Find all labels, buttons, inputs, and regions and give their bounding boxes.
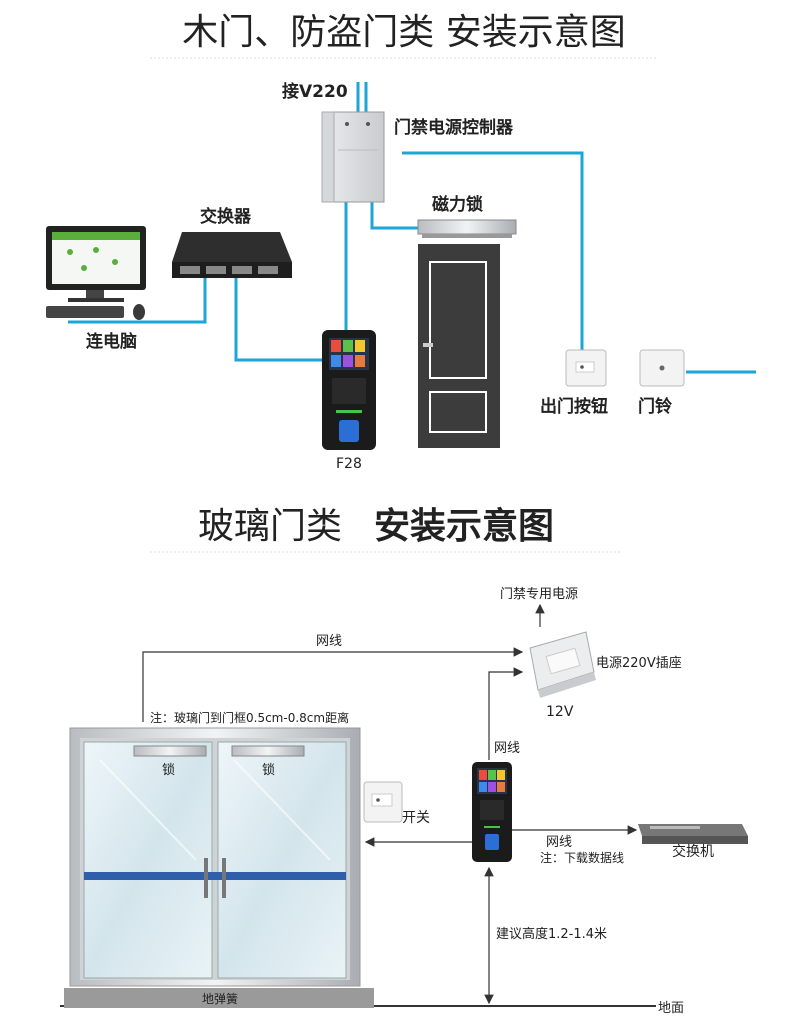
power-supply-12v xyxy=(529,631,596,698)
label-lock-left: 锁 xyxy=(162,762,175,778)
label-network-right: 网线 xyxy=(546,835,572,850)
label-network-top: 网线 xyxy=(316,634,342,649)
label-note-download: 注：下载数据线 xyxy=(540,850,624,865)
label-height: 建议高度1.2-1.4米 xyxy=(496,926,607,942)
label-floor-spring: 地弹簧 xyxy=(202,991,238,1006)
exit-switch-plate xyxy=(363,781,403,823)
glass-lock-right xyxy=(231,745,305,757)
label-voltage: 12V xyxy=(546,704,574,720)
network-switch-box xyxy=(172,232,292,278)
label-network-mid: 网线 xyxy=(494,741,520,756)
label-magnetic-lock: 磁力锁 xyxy=(432,194,483,215)
doorbell-plate xyxy=(639,349,685,387)
network-switch-device xyxy=(638,824,748,844)
label-exit-button: 出门按钮 xyxy=(540,396,608,417)
floor-spring-bar xyxy=(64,988,374,1008)
glass-double-door xyxy=(69,727,361,987)
label-switch-device: 交换机 xyxy=(672,843,714,860)
label-switch: 交换器 xyxy=(200,206,252,227)
magnetic-lock xyxy=(417,219,517,238)
wires-section1 xyxy=(68,82,756,374)
wooden-door xyxy=(418,244,500,448)
access-terminal-f28 xyxy=(322,330,376,450)
section2-title-left: 玻璃门类 xyxy=(198,506,342,547)
label-device-model: F28 xyxy=(336,456,362,472)
label-note-gap: 注：玻璃门到门框0.5cm-0.8cm距离 xyxy=(150,710,349,725)
label-power-input: 接V220 xyxy=(282,81,348,102)
power-controller xyxy=(321,111,385,203)
section2-title-right: 安装示意图 xyxy=(374,506,554,547)
label-power-title: 门禁专用电源 xyxy=(500,587,578,602)
label-computer: 连电脑 xyxy=(86,331,137,352)
label-switch-btn: 开关 xyxy=(402,810,430,826)
label-ground: 地面 xyxy=(658,1001,684,1016)
exit-button-plate xyxy=(565,349,607,387)
label-doorbell: 门铃 xyxy=(638,396,672,417)
section1-title: 木门、防盗门类 安装示意图 xyxy=(182,12,625,53)
computer xyxy=(46,226,146,320)
label-lock-right: 锁 xyxy=(262,762,275,778)
label-power-socket: 电源220V插座 xyxy=(596,656,682,671)
glass-lock-left xyxy=(133,745,207,757)
label-power-controller: 门禁电源控制器 xyxy=(394,117,514,138)
access-terminal-glass xyxy=(472,762,512,862)
